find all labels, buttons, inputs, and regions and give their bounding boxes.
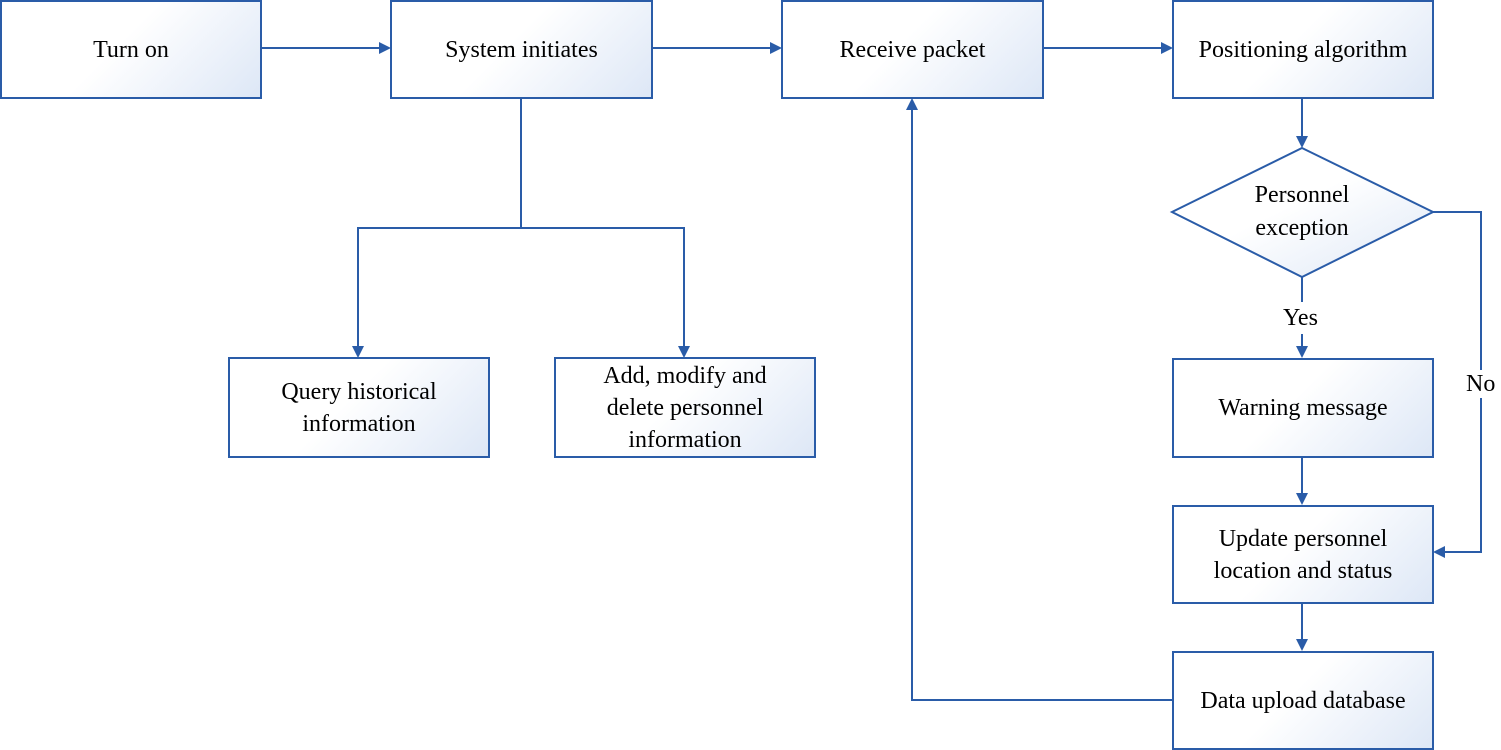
receive-packet-label: Receive packet [839, 36, 986, 63]
personnel-exception-line1: Personnel [1254, 182, 1350, 208]
query-historical-box: Query historical information [228, 357, 490, 458]
warning-message-label: Warning message [1218, 395, 1388, 421]
add-modify-line3: information [628, 426, 742, 453]
query-historical-line1: Query historical [281, 378, 437, 405]
receive-packet-box: Receive packet [781, 0, 1044, 99]
update-location-box: Update personnel location and status [1172, 505, 1434, 604]
turn-on-box: Turn on [0, 0, 262, 99]
system-initiates-label: System initiates [445, 36, 598, 63]
query-historical-line2: information [302, 410, 416, 437]
positioning-algorithm-label: Positioning algorithm [1198, 36, 1408, 63]
data-upload-database-label: Data upload database [1200, 687, 1406, 714]
update-location-line2: location and status [1213, 557, 1393, 584]
warning-message-box: Warning message [1172, 358, 1434, 458]
data-upload-database-box: Data upload database [1172, 651, 1434, 750]
add-modify-line1: Add, modify and [603, 362, 767, 389]
personnel-exception-text: Personnel exception [1202, 178, 1402, 246]
add-modify-delete-box: Add, modify and delete personnel informa… [554, 357, 816, 458]
update-location-line1: Update personnel [1218, 525, 1388, 552]
branch-system-to-add-modify [521, 227, 690, 358]
system-initiates-box: System initiates [390, 0, 653, 99]
arrow-upload-loop-to-receive [906, 98, 1172, 701]
branch-system-trunk [352, 98, 522, 358]
add-modify-line2: delete personnel [606, 394, 764, 421]
query-historical-label: Query historical information [275, 376, 442, 440]
positioning-algorithm-box: Positioning algorithm [1172, 0, 1434, 99]
no-label: No [1465, 370, 1497, 398]
update-location-label: Update personnel location and status [1208, 523, 1399, 587]
turn-on-label: Turn on [93, 36, 169, 63]
yes-label: Yes [1283, 305, 1318, 331]
add-modify-delete-label: Add, modify and delete personnel informa… [597, 360, 772, 456]
personnel-exception-line2: exception [1255, 215, 1349, 241]
